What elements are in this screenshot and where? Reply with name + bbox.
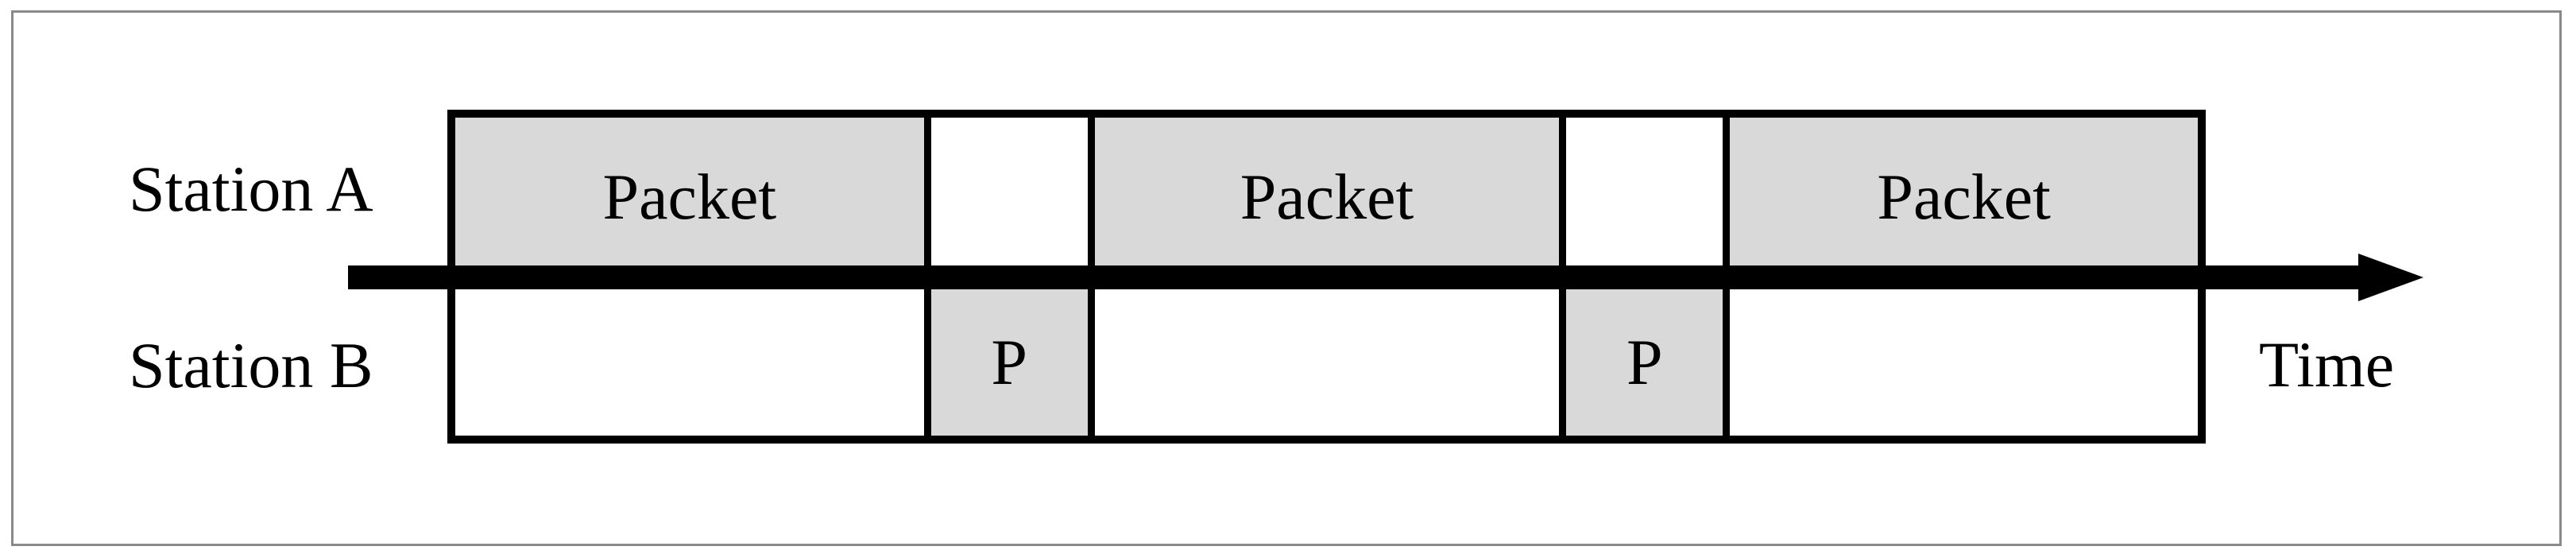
station-a-row: Packet Packet Packet (455, 118, 2198, 277)
poll-box-2-label: P (1626, 326, 1663, 398)
timeline-box: Packet Packet Packet P (447, 110, 2206, 444)
idle-slot-1 (455, 277, 924, 436)
transmission-gap-2 (1559, 118, 1723, 277)
station-b-label: Station B (129, 329, 373, 401)
transmission-gap-1 (923, 118, 1088, 277)
packet-box-1-label: Packet (602, 161, 777, 233)
idle-slot-3 (1723, 277, 2198, 436)
station-b-row: P P (455, 277, 2198, 436)
time-axis-label: Time (2259, 328, 2395, 401)
packet-box-2-label: Packet (1240, 161, 1414, 233)
packet-box-3: Packet (1723, 118, 2198, 277)
packet-box-1: Packet (455, 118, 924, 277)
poll-box-1: P (923, 277, 1088, 436)
packet-box-3-label: Packet (1877, 161, 2051, 233)
idle-slot-2 (1087, 277, 1560, 436)
packet-box-2: Packet (1087, 118, 1560, 277)
time-arrow-head-icon (2358, 254, 2423, 301)
poll-box-1-label: P (991, 326, 1027, 398)
poll-box-2: P (1559, 277, 1723, 436)
station-a-label: Station A (129, 153, 373, 225)
time-arrow-shaft (348, 265, 2358, 289)
